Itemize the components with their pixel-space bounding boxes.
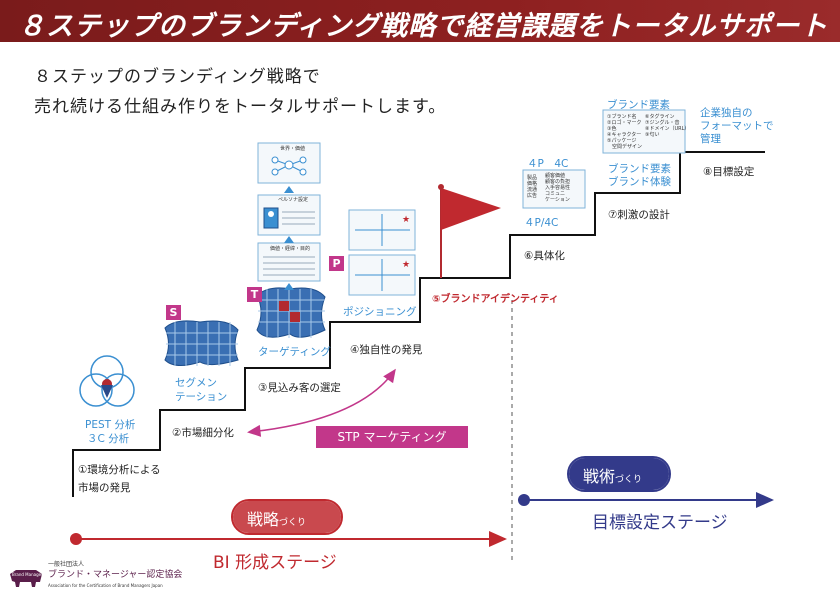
fourp-card bbox=[522, 169, 586, 209]
fourp-card-title: ４P 4C bbox=[527, 158, 569, 170]
mindmap-icon bbox=[271, 156, 307, 176]
badge-p: P bbox=[329, 256, 344, 271]
brand-element-card bbox=[602, 109, 686, 154]
step-5-label: ⑤ブランドアイデンティティ bbox=[432, 294, 559, 305]
step-6-label: ⑥具体化 bbox=[524, 250, 565, 262]
tactics-pill-small: づくり bbox=[615, 475, 643, 485]
badge-t: T bbox=[247, 287, 262, 302]
card-top-label: 世界・価値 bbox=[280, 146, 306, 152]
strategy-pill-main: 戦略 bbox=[247, 510, 280, 529]
own-format-1: 企業独自の bbox=[700, 107, 753, 119]
step-8-label: ⑧目標設定 bbox=[703, 166, 755, 178]
tactics-pill: 戦術づくり bbox=[567, 456, 671, 492]
tactics-pill-main: 戦術 bbox=[583, 467, 616, 486]
fourp-label: ４P/4C bbox=[524, 217, 559, 229]
targeting-grid-icon bbox=[256, 287, 326, 338]
segmentation-grid-icon bbox=[164, 320, 239, 366]
flag-icon bbox=[441, 188, 501, 230]
fourp-left-list: 製品価格流通広告 bbox=[527, 175, 538, 199]
brand-experience-1: ブランド要素 bbox=[608, 163, 671, 175]
intro-line-1: ８ステップのブランディング戦略で bbox=[34, 67, 321, 87]
svg-text:★: ★ bbox=[402, 215, 410, 225]
strategy-pill: 戦略づくり bbox=[231, 499, 343, 535]
step-2-label: ②市場細分化 bbox=[172, 427, 234, 439]
bi-stage-label: BI 形成ステージ bbox=[213, 553, 337, 573]
seg-label-1: セグメン bbox=[175, 377, 217, 389]
3c-label: ３C 分析 bbox=[87, 433, 130, 445]
logo-line-3: Association for the Certification of Bra… bbox=[48, 583, 163, 588]
card-persona-label: ペルソナ設定 bbox=[278, 197, 309, 203]
logo-mark: Brand Manager bbox=[12, 572, 43, 577]
venn-icon bbox=[79, 355, 135, 407]
association-logo: Brand Manager 一般社団法人 ブランド・マネージャー認定協会 Ass… bbox=[8, 560, 218, 594]
positioning-label: ポジショニング bbox=[343, 306, 417, 318]
stair-line bbox=[72, 151, 765, 497]
fourp-right-list: 顧客価値顧客の負担入手容易性コミュニケーション bbox=[545, 173, 571, 203]
card-env-label: 価値・経緯・目的 bbox=[270, 246, 311, 252]
banner-title: ８ステップのブランディング戦略で経営課題をトータルサポート bbox=[18, 11, 829, 42]
svg-text:★: ★ bbox=[402, 260, 410, 270]
own-format-3: 管理 bbox=[700, 133, 721, 145]
pest-label: PEST 分析 bbox=[85, 419, 136, 431]
cow-logo-icon bbox=[10, 570, 42, 587]
step-3-label: ③見込み客の選定 bbox=[258, 382, 341, 394]
brand-experience-2: ブランド体験 bbox=[608, 176, 671, 188]
own-format-2: フォーマットで bbox=[700, 120, 774, 132]
step-4-label: ④独自性の発見 bbox=[350, 344, 423, 356]
logo-line-1: 一般社団法人 bbox=[48, 561, 85, 568]
step-1-label: ①環境分析による bbox=[78, 464, 161, 476]
seg-label-2: テーション bbox=[175, 391, 228, 403]
stp-label: STP マーケティング bbox=[337, 430, 447, 444]
stp-arrow bbox=[247, 368, 396, 437]
targeting-label: ターゲティング bbox=[258, 346, 331, 358]
persona-photo bbox=[263, 207, 279, 229]
brand-element-title: ブランド要素 bbox=[607, 99, 670, 111]
intro-line-2: 売れ続ける仕組み作りをトータルサポートします。 bbox=[34, 97, 447, 117]
stp-box: STP マーケティング bbox=[316, 426, 468, 448]
step-1b-label: 市場の発見 bbox=[78, 482, 131, 494]
logo-line-2: ブランド・マネージャー認定協会 bbox=[48, 570, 183, 580]
badge-s: S bbox=[166, 305, 181, 320]
goal-stage-label: 目標設定ステージ bbox=[592, 513, 728, 533]
step-7-label: ⑦刺激の設計 bbox=[608, 209, 670, 221]
title-banner: ８ステップのブランディング戦略で経営課題をトータルサポート bbox=[0, 0, 840, 42]
strategy-pill-small: づくり bbox=[279, 518, 307, 528]
